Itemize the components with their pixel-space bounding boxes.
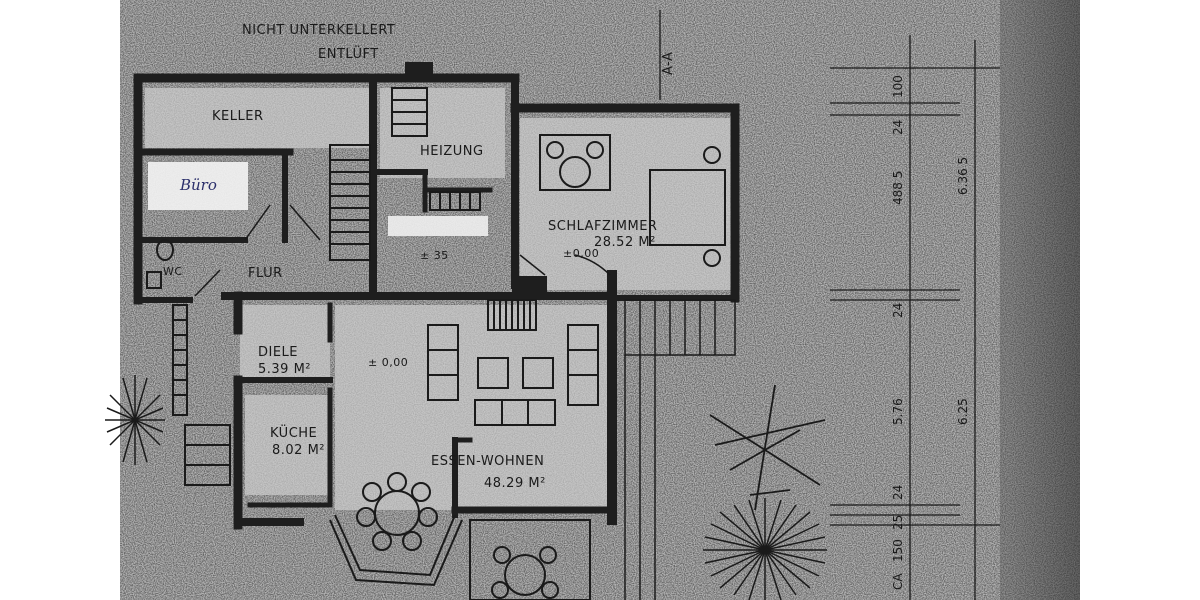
label-level-diele: ± 0,00 <box>368 356 408 369</box>
label-diele-area: 5.39 M² <box>258 362 311 377</box>
dim-6365: 6.36 5 <box>956 157 970 195</box>
door-swings <box>194 204 611 297</box>
tree-large <box>703 498 827 600</box>
label-schlafzimmer: SCHLAFZIMMER <box>548 219 657 234</box>
label-heizung: HEIZUNG <box>420 144 484 159</box>
label-essen-wohnen-area: 48.29 M² <box>484 476 546 491</box>
tree-star <box>709 384 826 511</box>
flur-white-box <box>388 216 488 236</box>
tree-west <box>105 375 165 465</box>
room-labels: NICHT UNTERKELLERT ENTLÜFT A-A KELLER HE… <box>163 23 676 491</box>
label-wc: WC <box>163 265 183 278</box>
dim-ca: CA <box>891 573 905 590</box>
dim-25: 25 <box>891 515 905 530</box>
label-level-flur: ± 35 <box>420 249 449 262</box>
main-staircase <box>329 144 371 261</box>
label-aa: A-A <box>661 52 676 75</box>
walls <box>133 62 740 530</box>
dim-24-top: 24 <box>891 120 905 135</box>
dimension-lines <box>659 10 1000 600</box>
dim-24-mid: 24 <box>891 303 905 318</box>
dim-625: 6.25 <box>956 398 970 425</box>
terrace-grid <box>624 299 736 600</box>
room-fills <box>145 88 732 510</box>
bedroom-furniture <box>539 134 726 267</box>
living-furniture <box>427 324 599 426</box>
west-steps <box>172 304 231 486</box>
label-kueche: KÜCHE <box>270 424 317 441</box>
label-level-schlaf: ±0,00 <box>563 247 599 260</box>
label-diele: DIELE <box>258 345 298 360</box>
label-schlafzimmer-area: 28.52 M² <box>594 235 656 250</box>
dim-4885: 488 5 <box>891 171 905 205</box>
dim-150: 150 <box>891 539 905 562</box>
label-flur: FLUR <box>248 266 283 281</box>
label-nicht-unterkellert: NICHT UNTERKELLERT <box>242 23 395 38</box>
heizung-steps <box>429 191 481 211</box>
label-essen-wohnen: ESSEN-WOHNEN <box>431 454 544 469</box>
label-buero: Büro <box>179 176 217 194</box>
upper-small-stairs <box>391 87 428 137</box>
right-margin-band <box>1000 0 1080 600</box>
dim-24-bot: 24 <box>891 485 905 500</box>
dimension-labels: 100 24 488 5 6.36 5 24 5.76 6.25 24 25 1… <box>891 75 970 590</box>
wc-fixtures <box>146 239 174 289</box>
buero-label-box <box>148 162 248 210</box>
label-keller: KELLER <box>212 109 263 124</box>
label-entlueft: ENTLÜFT <box>318 45 379 62</box>
dim-100: 100 <box>891 75 905 98</box>
entry-steps <box>487 299 537 331</box>
bay-dining <box>329 472 591 600</box>
label-kueche-area: 8.02 M² <box>272 443 325 458</box>
dim-576: 5.76 <box>891 398 905 425</box>
